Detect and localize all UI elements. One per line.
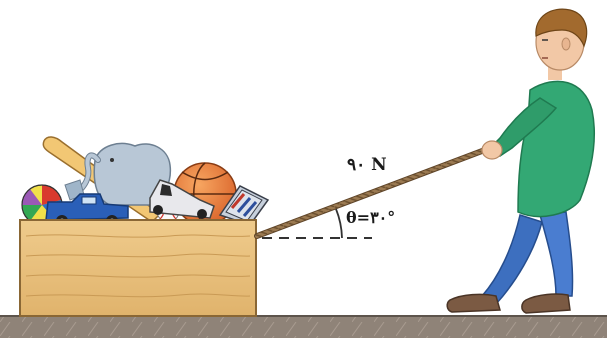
force-label: ۹۰ N xyxy=(347,155,387,175)
rope-icon xyxy=(254,145,493,239)
floor xyxy=(0,315,607,338)
angle-indicator xyxy=(262,208,372,239)
angle-label: θ=۳۰° xyxy=(346,208,396,227)
toy-car-icon xyxy=(149,179,215,219)
boy-icon xyxy=(446,8,596,314)
crate-icon xyxy=(19,219,257,317)
toy-train-icon xyxy=(218,185,270,226)
